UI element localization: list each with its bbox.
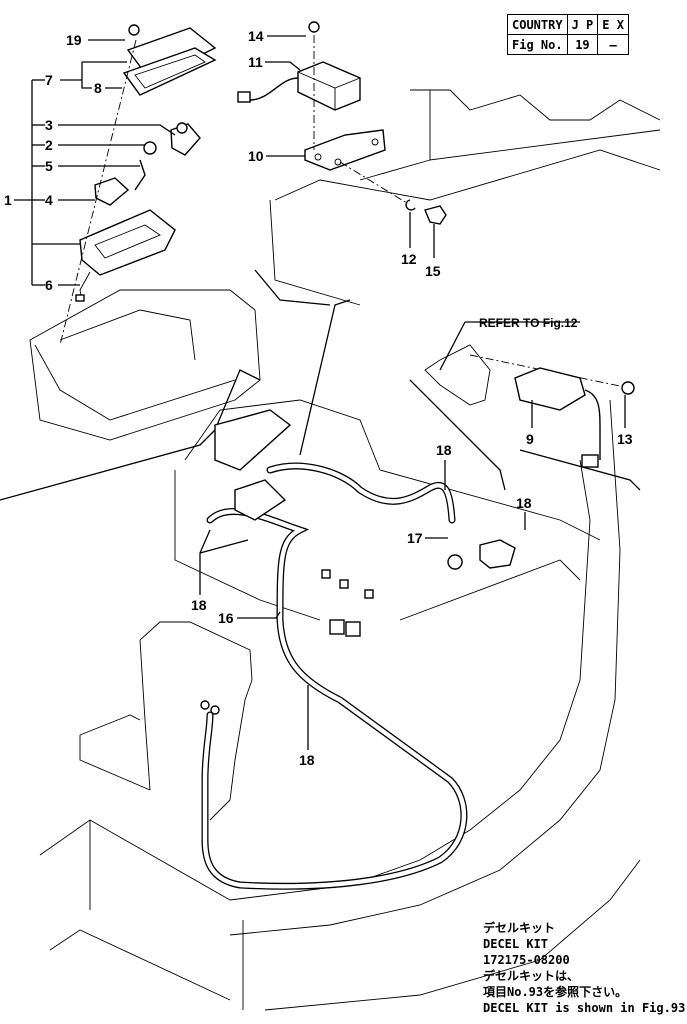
kit-note-line-2: DECEL KIT: [483, 937, 549, 951]
switch-panel-assembly: [59, 24, 217, 346]
solenoid-assembly: [424, 321, 635, 468]
callout-18-upper: 18: [436, 442, 452, 458]
callout-4: 4: [45, 192, 53, 208]
callout-bracket-1: [14, 39, 176, 286]
country-fig-table: COUNTRY J P E X Fig No. 19 —: [507, 14, 629, 55]
machine-body-outline: [29, 89, 661, 1011]
callout-18-right: 18: [516, 495, 532, 511]
country-row: COUNTRY J P E X: [507, 14, 629, 35]
fig-no-row: Fig No. 19 —: [507, 34, 629, 55]
detail-leader-lines: [0, 269, 641, 501]
callout-2: 2: [45, 137, 53, 153]
fig-no-jp: 19: [566, 34, 599, 55]
kit-note-line-6: DECEL KIT is shown in Fig.93.: [483, 1001, 687, 1015]
kit-note-line-1: デセルキット: [483, 921, 556, 935]
controller-assembly: [237, 21, 447, 258]
callout-6: 6: [45, 277, 53, 293]
callout-15: 15: [425, 263, 441, 279]
callout-1: 1: [4, 192, 12, 208]
kit-note-line-4: デセルキットは、: [483, 969, 580, 983]
kit-note: デセルキット DECEL KIT 172175-08200 デセルキットは、項目No.…: [483, 920, 687, 1016]
callout-12: 12: [401, 251, 417, 267]
callout-18-lower: 18: [299, 752, 315, 768]
fig-no-label: Fig No.: [507, 34, 568, 55]
callout-5: 5: [45, 158, 53, 174]
callout-18-left: 18: [191, 597, 207, 613]
kit-note-line-5: 項目No.93を参照下さい。: [483, 985, 628, 999]
wire-harness-16: [199, 409, 526, 890]
callout-17: 17: [407, 530, 423, 546]
callout-3: 3: [45, 117, 53, 133]
callout-7: 7: [45, 72, 53, 88]
fig-no-ex: —: [597, 34, 629, 55]
callout-9: 9: [526, 431, 534, 447]
callout-13: 13: [617, 431, 633, 447]
callout-19: 19: [66, 32, 82, 48]
callout-11: 11: [248, 54, 263, 70]
callout-16: 16: [218, 610, 234, 626]
kit-note-line-3: 172175-08200: [483, 953, 570, 967]
callout-10: 10: [248, 148, 264, 164]
refer-note: REFER TO Fig.12: [479, 316, 578, 330]
callout-8: 8: [94, 80, 102, 96]
callout-14: 14: [248, 28, 264, 44]
